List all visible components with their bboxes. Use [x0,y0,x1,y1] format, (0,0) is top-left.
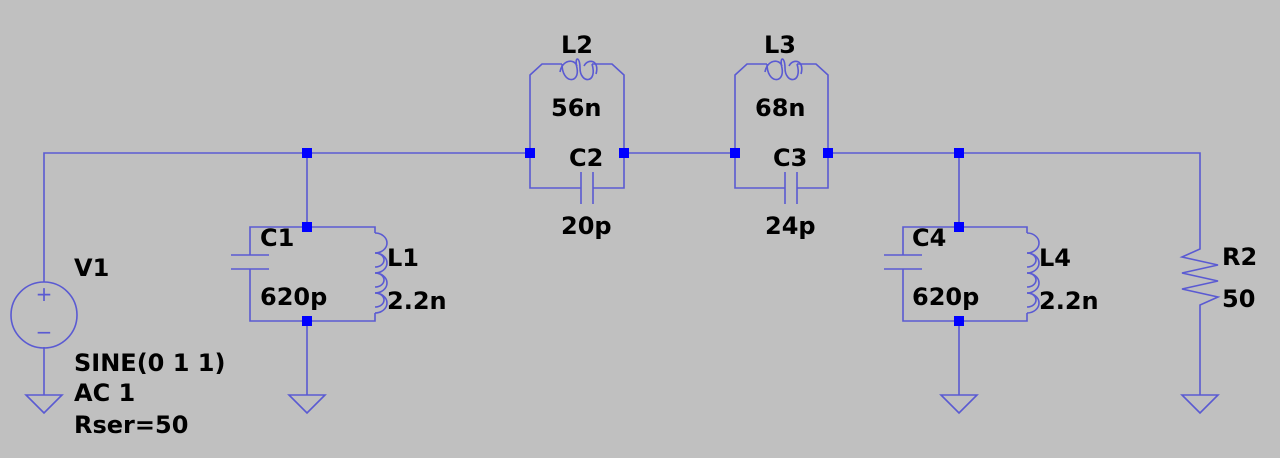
tank3-wire-upper-right[interactable] [797,63,829,153]
resistor-r2[interactable] [1179,237,1221,313]
tank2-wire-lower-right[interactable] [593,153,625,189]
inductor-l3[interactable] [764,58,803,81]
r2-value: 50 [1222,285,1255,313]
tank4-wire-top[interactable] [902,226,1028,255]
junction-dot[interactable] [823,148,833,158]
l3-value: 68n [755,94,805,122]
tank-c4-l4 [884,226,1040,322]
c1-label: C1 [260,224,294,252]
tank3-wire-lower[interactable] [734,153,785,189]
v1-value-sine: SINE(0 1 1) [74,349,225,377]
tank3-wire-upper[interactable] [734,63,767,153]
r2-label: R2 [1222,243,1257,271]
c2-label: C2 [569,144,603,172]
c4-label: C4 [912,224,946,252]
tank2-wire-upper-right[interactable] [592,63,625,153]
junction-dot[interactable] [954,148,964,158]
l2-label: L2 [561,31,593,59]
junction-dot[interactable] [954,222,964,232]
ground-symbol [24,394,64,415]
c2-value: 20p [561,212,612,240]
wire-v1-top[interactable] [43,152,530,282]
voltage-source-v1[interactable]: + − [10,281,78,349]
tank2-wire-upper[interactable] [529,63,562,153]
tank3-wire-lower-right[interactable] [797,153,829,189]
v1-label: V1 [74,254,109,282]
capacitor-c4[interactable] [884,254,922,270]
tank1-wire-bottom[interactable] [249,269,376,322]
ground-symbol [287,394,327,415]
tank-l2-c2 [529,58,625,204]
tank2-wire-lower[interactable] [529,153,581,189]
wire-right-to-r2[interactable] [828,152,1201,237]
v1-value-rser: Rser=50 [74,411,188,439]
v1-plus-symbol: + [36,282,53,306]
labels: V1 SINE(0 1 1) AC 1 Rser=50 C1 620p L1 2… [74,31,1257,439]
v1-minus-symbol: − [36,320,53,344]
junction-dot[interactable] [525,148,535,158]
junction-dot[interactable] [302,222,312,232]
c3-value: 24p [765,212,816,240]
tank-l3-c3 [734,58,829,204]
l4-value: 2.2n [1039,287,1099,315]
ground-symbol [1180,394,1220,415]
ground-symbol [939,394,979,415]
c3-label: C3 [773,144,807,172]
inductor-l2[interactable] [559,58,598,81]
inductor-l4[interactable] [1026,232,1040,314]
l4-label: L4 [1039,244,1071,272]
l1-label: L1 [387,244,419,272]
v1-value-ac: AC 1 [74,379,135,407]
capacitor-c1[interactable] [231,254,269,270]
tank4-wire-bottom[interactable] [902,269,1028,322]
c1-value: 620p [260,283,327,311]
tank1-wire-top[interactable] [249,226,376,255]
junction-dot[interactable] [302,148,312,158]
inductor-l1[interactable] [374,232,388,314]
junction-dot[interactable] [730,148,740,158]
l3-label: L3 [764,31,796,59]
capacitor-c3[interactable] [784,172,798,204]
c4-value: 620p [912,283,979,311]
tank-c1-l1 [231,226,388,322]
junction-dot[interactable] [954,316,964,326]
junction-dot[interactable] [619,148,629,158]
wires [43,152,1201,395]
junction-dot[interactable] [302,316,312,326]
capacitor-c2[interactable] [580,172,594,204]
l2-value: 56n [551,94,601,122]
l1-value: 2.2n [387,287,447,315]
junctions [302,148,964,326]
